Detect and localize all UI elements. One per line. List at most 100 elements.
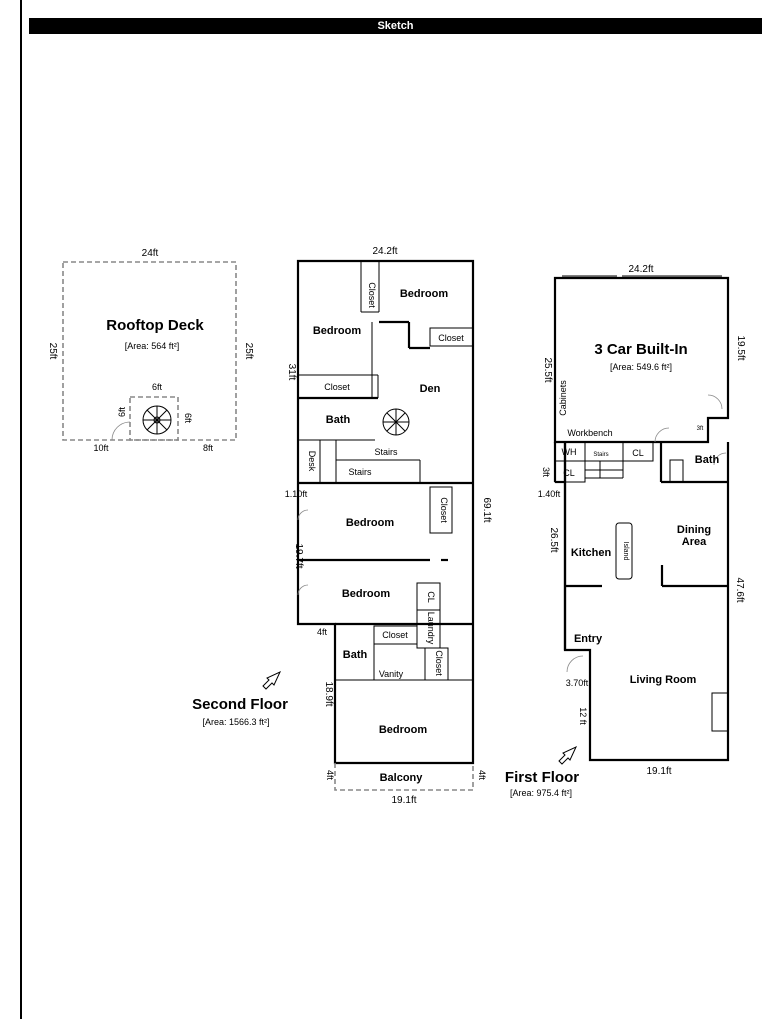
rooftop-dim-bottom-left: 10ft (93, 443, 109, 453)
second-dim-left-lower: 18.9ft (323, 681, 334, 706)
island-counter (615, 522, 633, 580)
room-cl: CL (426, 591, 436, 603)
second-dim-left-mid2: 19.7ft (293, 543, 304, 568)
room-bath: Bath (326, 414, 351, 426)
room-garage: 3 Car Built-In (594, 341, 687, 358)
room-bath: Bath (695, 454, 720, 466)
cl-box-1 (622, 441, 654, 462)
door-swing (566, 655, 584, 673)
room-dining-area: Area (682, 536, 707, 548)
garage-outer-wall (553, 276, 730, 444)
second-floor-spiral-stair-icon (382, 408, 410, 436)
room-vanity: Vanity (379, 669, 404, 679)
room-bedroom-top-left: Bedroom (313, 325, 362, 337)
room-closet-middle: Closet (439, 497, 449, 523)
rooftop-dim-stair-top: 6ft (152, 382, 163, 392)
bath-fixture (669, 459, 684, 483)
rooftop-dim-stair-right: 6ft (183, 413, 193, 424)
closet-right-box (429, 327, 474, 347)
room-bedroom-middle-2: Bedroom (342, 588, 391, 600)
room-cl-1: CL (632, 448, 644, 458)
first-dim-left-small: 3ft (541, 467, 551, 478)
room-living-room: Living Room (630, 674, 697, 686)
second-floor-area: [Area: 1566.3 ft²] (202, 717, 269, 727)
rooftop-deck-outline (62, 261, 237, 441)
garage-area: [Area: 549.6 ft²] (610, 362, 672, 372)
room-bath-low: Bath (343, 649, 368, 661)
second-dim-left-mid1: 1.10ft (285, 489, 308, 499)
room-bedroom-top-right: Bedroom (400, 288, 449, 300)
closet-mid-box (429, 486, 453, 534)
first-dim-left-upper: 25.5ft (542, 357, 553, 382)
first-dim-right-upper: 19.5ft (735, 335, 746, 360)
fireplace (711, 692, 729, 732)
first-dim-left-low2: 12 ft (578, 707, 588, 725)
first-dim-top: 24.2ft (628, 264, 653, 275)
second-dim-left-mid3: 4ft (317, 627, 328, 637)
balcony-outline (334, 763, 474, 791)
first-floor-outer-wall (563, 442, 730, 762)
rooftop-spiral-stair-icon (142, 405, 172, 435)
rooftop-dim-top: 24ft (142, 248, 159, 259)
door-swing (707, 394, 723, 410)
second-dim-top: 24.2ft (372, 246, 397, 257)
room-closet-vertical: Closet (367, 282, 377, 308)
first-dim-bottom: 19.1ft (646, 766, 671, 777)
second-floor-title: Second Floor (192, 696, 288, 713)
room-desk: Desk (307, 451, 317, 472)
closet-low-box (373, 625, 418, 645)
sketch-title-bar: Sketch (29, 18, 762, 34)
room-stairs-2: Stairs (348, 467, 372, 477)
rooftop-dim-bottom-right: 8ft (203, 443, 214, 453)
room-dining: Dining (677, 524, 711, 536)
rooftop-area: [Area: 564 ft²] (125, 341, 180, 351)
room-balcony: Balcony (380, 772, 424, 784)
cl-box-2 (554, 460, 586, 483)
first-floor-area: [Area: 975.4 ft²] (510, 788, 572, 798)
first-dim-small: 3ft (697, 426, 704, 432)
second-floor-north-arrow-icon (262, 670, 282, 690)
door-swing (713, 452, 727, 466)
door-swing (297, 584, 309, 596)
room-stairs: Stairs (593, 452, 608, 458)
rooftop-stair-box (129, 396, 179, 441)
first-dim-left-mid2: 26.5ft (548, 527, 559, 552)
rooftop-door-swing (111, 421, 131, 441)
room-closet-horizontal: Closet (324, 382, 350, 392)
room-closet-low: Closet (382, 630, 408, 640)
rooftop-deck-plan: 24ft 25ft 25ft Rooftop Deck [Area: 564 f… (47, 248, 254, 453)
second-dim-balcony-left: 4ft (325, 770, 335, 781)
first-floor-title: First Floor (505, 769, 579, 786)
first-floor-north-arrow-icon (558, 745, 578, 765)
page-frame (20, 0, 771, 1019)
room-laundry: Laundry (426, 612, 436, 645)
room-bedroom-low: Bedroom (379, 724, 428, 736)
room-workbench: Workbench (567, 428, 612, 438)
room-bedroom-middle: Bedroom (346, 517, 395, 529)
rooftop-dim-left: 25ft (47, 343, 58, 360)
second-floor-plan: Closet Bedroom Bedroom Closet Closet Den… (192, 246, 492, 806)
room-wh: WH (562, 447, 577, 457)
second-dim-bottom: 19.1ft (391, 795, 416, 806)
first-dim-right-lower: 47.6ft (734, 577, 745, 602)
room-kitchen: Kitchen (571, 547, 612, 559)
room-closet-low-vertical: Closet (434, 650, 444, 676)
room-stairs-1: Stairs (374, 447, 398, 457)
first-dim-left-mid: 1.40ft (538, 489, 561, 499)
room-cl-2: CL (563, 468, 575, 478)
second-dim-balcony-right: 4ft (477, 770, 487, 781)
first-dim-left-low: 3.70ft (566, 678, 589, 688)
door-swing (297, 509, 309, 521)
room-cabinets: Cabinets (558, 380, 568, 416)
room-entry: Entry (574, 633, 603, 645)
second-dim-right: 69.1ft (481, 497, 492, 522)
room-den: Den (420, 383, 441, 395)
room-island: Island (622, 542, 629, 561)
rooftop-title: Rooftop Deck (106, 317, 204, 334)
room-closet-right: Closet (438, 333, 464, 343)
door-swing (654, 427, 670, 443)
second-dim-left-upper: 31ft (286, 364, 297, 381)
rooftop-dim-stair-left: 6ft (117, 407, 127, 418)
rooftop-dim-right: 25ft (243, 343, 254, 360)
